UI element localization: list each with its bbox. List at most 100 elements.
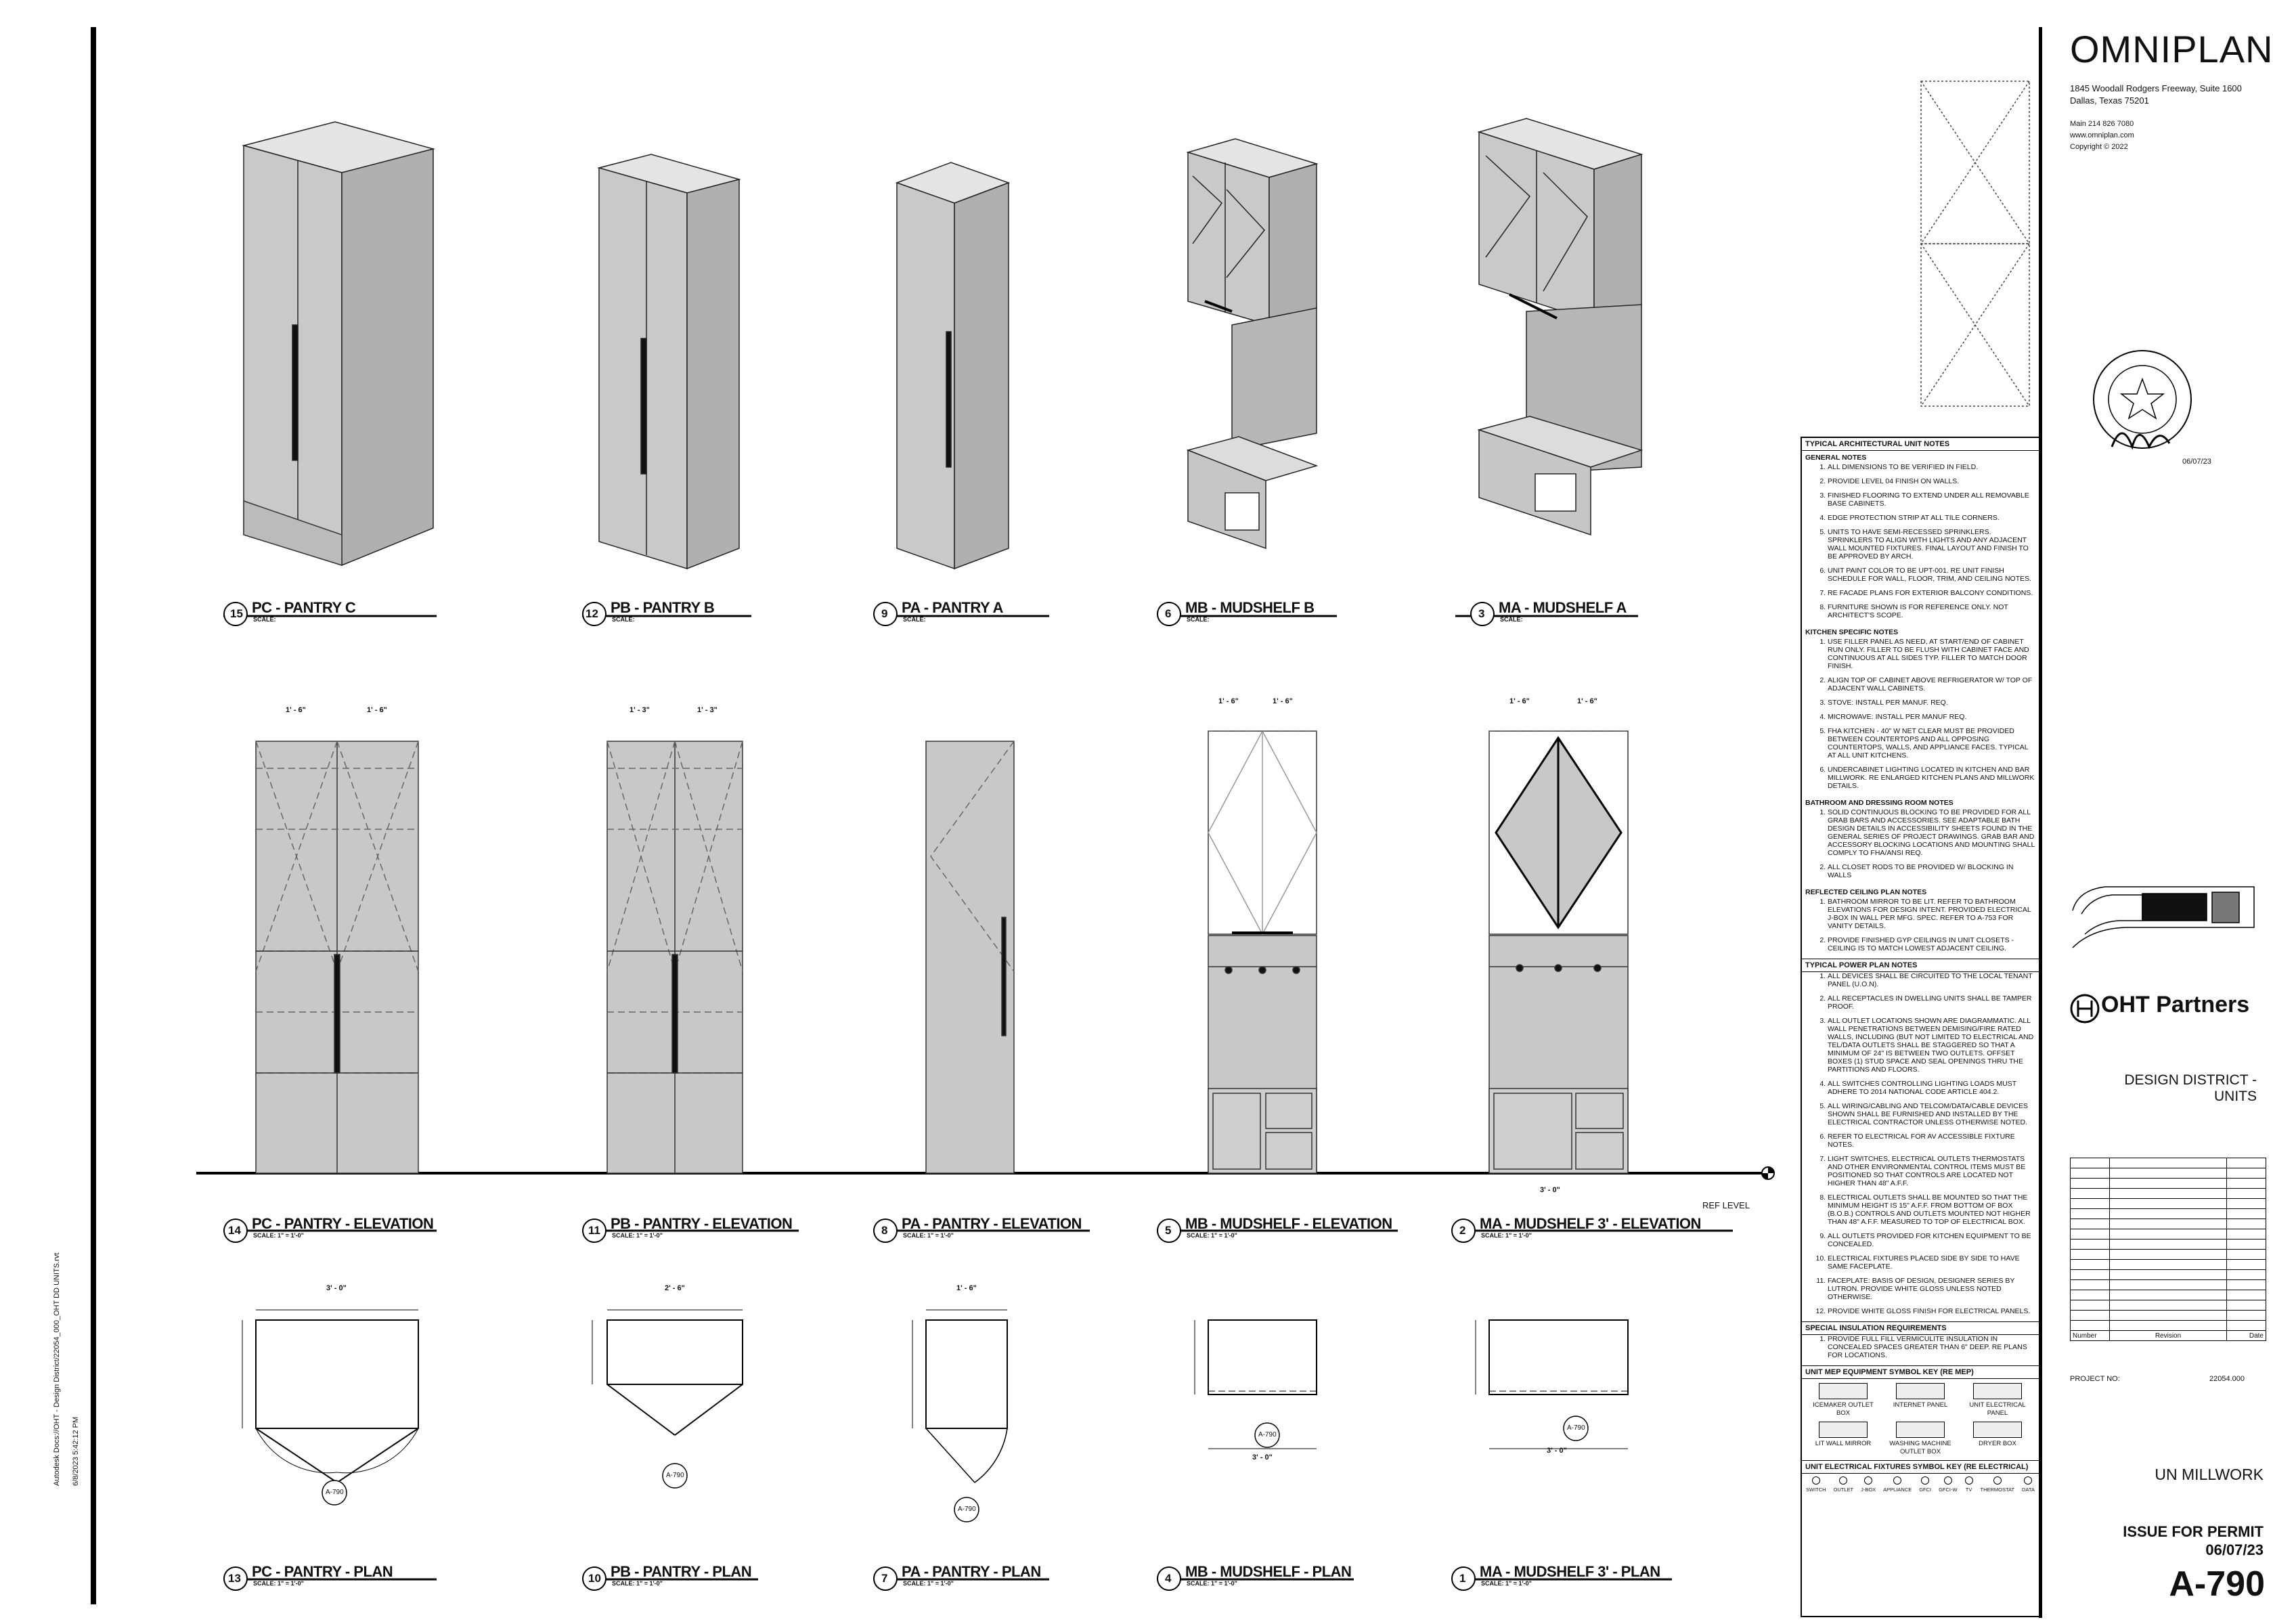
dim-label: 1' - 6" — [1273, 697, 1293, 705]
view-title: MA - MUDSHELF A — [1499, 599, 1627, 616]
issue-label: ISSUE FOR PERMIT — [2123, 1523, 2264, 1540]
note-item: MICROWAVE: INSTALL PER MANUF REQ. — [1828, 713, 2035, 721]
view-scale: SCALE: — [612, 616, 635, 623]
note-item: UNITS TO HAVE SEMI-RECESSED SPRINKLERS. … — [1828, 528, 2035, 561]
key-plan — [2072, 886, 2255, 948]
mep-symbol-item: DRYER BOX — [1960, 1422, 2035, 1456]
revision-row — [2070, 1168, 2266, 1179]
view-number: 11 — [588, 1224, 600, 1237]
sheet-title: UN MILLWORK — [2155, 1466, 2264, 1483]
view-number: 2 — [1459, 1224, 1466, 1237]
revision-cell — [2070, 1188, 2110, 1199]
revision-cell — [2226, 1290, 2266, 1300]
revision-cell — [2109, 1158, 2228, 1168]
firm-website[interactable]: www.omniplan.com — [2070, 131, 2134, 139]
ref-level-label: REF LEVEL — [1702, 1200, 1750, 1210]
mep-symbol-label: LIT WALL MIRROR — [1815, 1440, 1872, 1447]
revision-cell — [2070, 1259, 2110, 1270]
revision-cell — [2070, 1239, 2110, 1250]
revision-cell — [2070, 1320, 2110, 1331]
revision-cell — [2226, 1269, 2266, 1280]
revision-cell — [2226, 1320, 2266, 1331]
dim-label: 1' - 6" — [956, 1284, 977, 1292]
note-item: ALL OUTLETS PROVIDED FOR KITCHEN EQUIPME… — [1828, 1232, 2035, 1248]
elev-pantry-a — [925, 741, 1015, 1174]
revision-cell — [2070, 1178, 2110, 1189]
title-underlines — [223, 615, 1733, 1581]
plan-tag-sheet[interactable]: A-790 — [1567, 1424, 1585, 1432]
elec-symbol-label: APPLIANCE — [1883, 1487, 1912, 1493]
notes-section-title: GENERAL NOTES — [1805, 454, 1867, 462]
view-title: MA - MUDSHELF 3' - PLAN — [1480, 1563, 1660, 1580]
elec-symbol-item: SWITCH — [1806, 1476, 1826, 1494]
project-title-2: UNITS — [2214, 1089, 2257, 1104]
iso-mudshelf-b — [1186, 138, 1319, 550]
note-item: ELECTRICAL OUTLETS SHALL BE MOUNTED SO T… — [1828, 1193, 2035, 1226]
elec-symbol-item: THERMOSTAT — [1980, 1476, 2014, 1494]
revision-row — [2070, 1239, 2266, 1250]
mep-symbol-item: INTERNET PANEL — [1883, 1383, 1958, 1418]
view-number: 7 — [881, 1572, 888, 1585]
elec-symbol-label: J-BOX — [1861, 1487, 1876, 1493]
mep-symbol-item: ICEMAKER OUTLET BOX — [1806, 1383, 1880, 1418]
dim-label: 2' - 6" — [665, 1284, 685, 1292]
dim-label: 1' - 6" — [1218, 697, 1239, 705]
kitchen-notes-list: USE FILLER PANEL AS NEED, AT START/END O… — [1802, 638, 2039, 790]
note-item: BATHROOM MIRROR TO BE LIT. REFER TO BATH… — [1828, 898, 2035, 930]
view-number: 9 — [881, 607, 888, 620]
notes-section-title: UNIT MEP EQUIPMENT SYMBOL KEY (RE MEP) — [1802, 1365, 2039, 1379]
revision-header-cell: Date — [2226, 1330, 2266, 1341]
view-scale: SCALE: — [1500, 616, 1523, 623]
revision-cell — [2226, 1259, 2266, 1270]
view-title: MA - MUDSHELF 3' - ELEVATION — [1480, 1215, 1701, 1232]
revision-cell — [2109, 1279, 2228, 1290]
elec-symbol-label: SWITCH — [1806, 1487, 1826, 1493]
revision-row — [2070, 1188, 2266, 1199]
revision-cell — [2070, 1310, 2110, 1321]
iso-pantry-c — [242, 121, 435, 567]
architect-seal — [2093, 350, 2192, 450]
view-scale: SCALE: 1" = 1'-0" — [903, 1232, 954, 1239]
note-item: SOLID CONTINUOUS BLOCKING TO BE PROVIDED… — [1828, 808, 2035, 857]
dim-label: 3' - 0" — [1252, 1453, 1273, 1462]
firm-address-1: 1845 Woodall Rodgers Freeway, Suite 1600 — [2070, 83, 2242, 93]
elec-symbol-label: GFCI — [1919, 1487, 1932, 1493]
revision-cell — [2109, 1208, 2228, 1219]
plan-tag-sheet[interactable]: A-790 — [666, 1472, 684, 1479]
plan-tag-bubbles — [322, 1415, 1589, 1522]
revision-cell — [2109, 1320, 2228, 1331]
plan-tag-sheet[interactable]: A-790 — [958, 1506, 976, 1513]
bath-notes-list: SOLID CONTINUOUS BLOCKING TO BE PROVIDED… — [1802, 808, 2039, 879]
revision-cell — [2070, 1168, 2110, 1179]
revision-row — [2070, 1269, 2266, 1280]
revision-row — [2070, 1300, 2266, 1311]
view-scale: SCALE: 1" = 1'-0" — [1187, 1580, 1237, 1587]
plan-tag-sheet[interactable]: A-790 — [326, 1489, 344, 1496]
elec-symbol-icon — [1993, 1476, 2002, 1485]
note-item: PROVIDE FINISHED GYP CEILINGS IN UNIT CL… — [1828, 936, 2035, 952]
note-item: FACEPLATE: BASIS OF DESIGN, DESIGNER SER… — [1828, 1277, 2035, 1301]
revision-cell — [2226, 1198, 2266, 1209]
project-number: 22054.000 — [2209, 1375, 2245, 1383]
elec-symbol-item: APPLIANCE — [1883, 1476, 1912, 1494]
view-number: 3 — [1478, 607, 1485, 620]
view-scale: SCALE: 1" = 1'-0" — [612, 1232, 663, 1239]
view-number: 1 — [1459, 1572, 1466, 1585]
view-title: PA - PANTRY - ELEVATION — [902, 1215, 1082, 1232]
elec-symbol-icon — [1864, 1476, 1873, 1485]
notes-section-title: SPECIAL INSULATION REQUIREMENTS — [1802, 1321, 2039, 1335]
elec-symbol-item: J-BOX — [1861, 1476, 1876, 1494]
revision-cell — [2070, 1229, 2110, 1239]
plan-tag-sheet[interactable]: A-790 — [1258, 1431, 1277, 1439]
note-item: UNIT PAINT COLOR TO BE UPT-001. RE UNIT … — [1828, 567, 2035, 583]
revision-cell — [2226, 1158, 2266, 1168]
elec-symbol-icon — [1964, 1476, 1973, 1485]
revision-cell — [2226, 1188, 2266, 1199]
revision-cell — [2109, 1198, 2228, 1209]
view-title: PC - PANTRY C — [252, 599, 356, 616]
view-scale: SCALE: 1" = 1'-0" — [612, 1580, 663, 1587]
view-title: PC - PANTRY - ELEVATION — [252, 1215, 434, 1232]
note-item: LIGHT SWITCHES, ELECTRICAL OUTLETS THERM… — [1828, 1155, 2035, 1187]
revision-cell — [2109, 1219, 2228, 1229]
firm-address-2: Dallas, Texas 75201 — [2070, 95, 2149, 106]
